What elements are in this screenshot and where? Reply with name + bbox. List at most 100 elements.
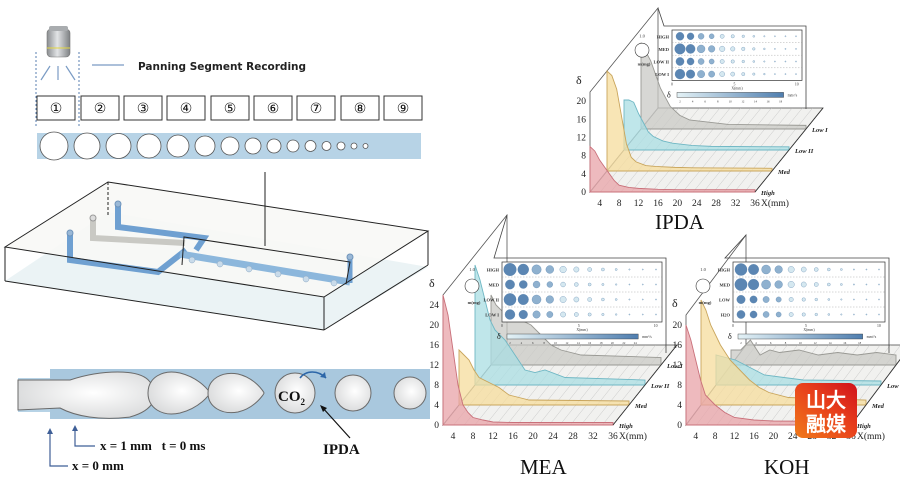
bubble <box>105 133 132 159</box>
series-area-low-ii <box>474 264 646 386</box>
x-tick-label: 4 <box>597 199 602 209</box>
colorbar-tick: 6 <box>770 341 772 345</box>
inset-bubble <box>615 283 618 286</box>
colorbar-label: δ <box>497 332 501 341</box>
segment-box <box>210 95 250 121</box>
x-tick-label: 4 <box>693 432 698 442</box>
segment-number: ④ <box>180 101 193 117</box>
y-tick-label: 16 <box>430 341 440 351</box>
inset-bubble <box>748 278 760 291</box>
inset-bubble <box>774 265 783 274</box>
series-area-med <box>606 69 773 172</box>
inset-bubble <box>601 283 605 286</box>
inset-bubble <box>686 57 695 66</box>
inset-bubble <box>504 309 516 320</box>
series-label: Low II <box>650 383 670 390</box>
bubble <box>286 139 300 153</box>
inset-bubble <box>518 310 528 319</box>
inset-bubble <box>814 282 819 287</box>
inset-bubble <box>801 312 806 317</box>
bubble <box>39 131 69 161</box>
series-area-h2o <box>730 339 897 366</box>
inset-bubble <box>574 312 579 317</box>
inset-bubble <box>840 313 843 316</box>
inset-row-label: MED <box>659 47 670 52</box>
inset-row-label: LOW II <box>483 298 499 303</box>
bubble-train <box>39 131 369 161</box>
inset-bubble <box>628 298 631 301</box>
segment-box <box>383 95 423 121</box>
x-tick-label: 24 <box>548 432 558 442</box>
x-axis-label: X(mm) <box>857 431 885 442</box>
inset-bubble <box>697 58 705 65</box>
series-label: Med <box>777 169 791 176</box>
chip-bubble <box>330 279 338 287</box>
series-label: Low II <box>794 148 814 155</box>
inset-row-label: LOW I <box>655 72 669 77</box>
inset-bubble <box>587 282 592 287</box>
inset-bubble <box>730 34 735 39</box>
bubble-formation-panel: CO2 IPDA x = 1 mm t = 0 ms x = 0 mm <box>17 369 430 473</box>
y-axis-label: δ <box>576 73 582 87</box>
inset-bubble <box>878 268 880 271</box>
inset-bubble <box>801 297 806 302</box>
series-label: High <box>856 423 871 430</box>
inset-bubble <box>853 298 855 301</box>
inset-bubble <box>719 34 725 39</box>
inset-bubble <box>545 295 554 304</box>
colorbar-tick: 14 <box>828 341 832 345</box>
inset-bubble <box>641 313 644 316</box>
watermark-line2: 融媒 <box>806 412 847 436</box>
inset-x-label: X(mm) <box>576 328 588 332</box>
series-label: Low <box>886 383 899 390</box>
watermark-logo: 山大 融媒 <box>795 383 857 438</box>
x-tick-label: 36 <box>750 199 760 209</box>
series-area-high <box>589 145 756 193</box>
y-tick-label: 20 <box>673 321 683 331</box>
y-tick-label: 4 <box>677 401 682 411</box>
y-tick-label: 4 <box>581 170 586 180</box>
inset-x-tick: 5 <box>805 324 807 328</box>
colorbar-tick: 4 <box>521 341 523 345</box>
colorbar-tick: 10 <box>554 341 558 345</box>
segment-number: ⑧ <box>354 101 367 117</box>
inset-bubble <box>814 267 819 272</box>
chip-bubble <box>245 265 253 273</box>
inset-bubble <box>774 60 776 63</box>
y-tick-label: 16 <box>673 341 683 351</box>
segment-box <box>36 95 76 121</box>
inset-x-tick: 5 <box>578 324 580 328</box>
y-tick-label: 16 <box>577 115 587 125</box>
inset-bubble <box>615 313 618 316</box>
microscope-objective-icon <box>40 26 76 81</box>
inset-bubble <box>697 70 705 78</box>
y-tick-label: 0 <box>434 421 439 431</box>
x-axis-label: X(mm) <box>761 198 789 209</box>
inset-bubble <box>545 265 554 274</box>
inset-bubble <box>784 60 787 63</box>
segment-box <box>296 95 336 121</box>
inset-bubble <box>531 264 542 275</box>
inset-bubble <box>730 46 736 52</box>
inset-bubble <box>655 268 657 271</box>
inset-bubble <box>641 283 644 286</box>
inset-bubble <box>587 267 592 272</box>
inset-row-label: H2O <box>721 313 731 318</box>
inset-bubble <box>788 297 794 302</box>
inset-bubble <box>814 312 818 317</box>
inset-bubble <box>674 43 686 55</box>
colorbar-tick: 12 <box>565 341 569 345</box>
inset-bubble <box>741 59 745 64</box>
x-tick-label: 16 <box>653 199 663 209</box>
segment-box <box>166 95 206 121</box>
y-axis-label: δ <box>429 276 435 290</box>
colorbar-tick: 4 <box>692 99 694 103</box>
size-legend-icon <box>634 42 650 58</box>
size-legend-value: 1.0 <box>700 267 706 272</box>
inset-bubble <box>559 296 567 303</box>
colorbar-tick: 16 <box>588 341 592 345</box>
bubble <box>321 141 332 151</box>
